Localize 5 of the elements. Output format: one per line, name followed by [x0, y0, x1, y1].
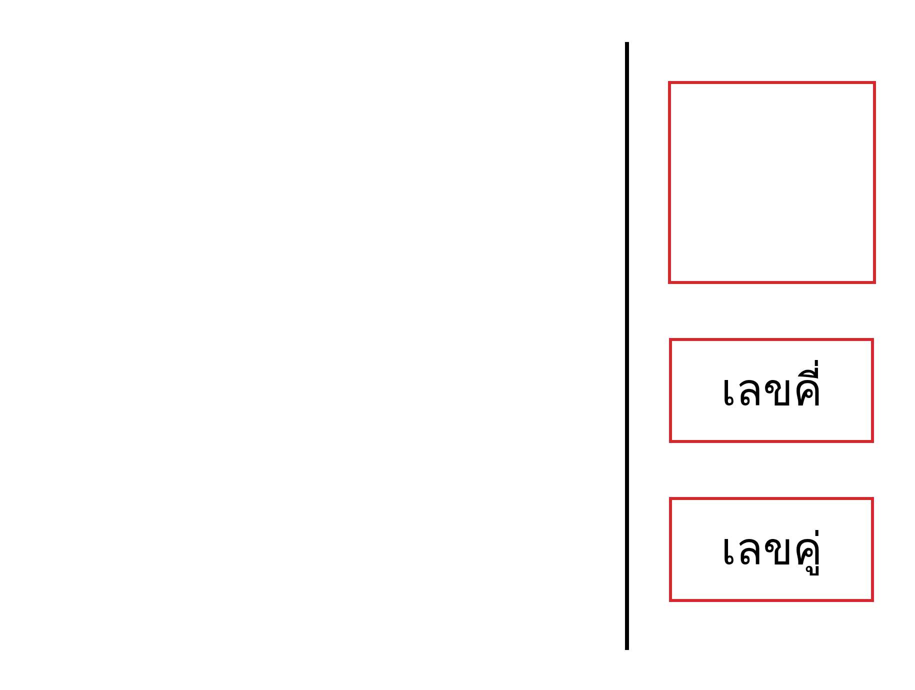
box-label: เลขคี่	[721, 358, 822, 424]
empty-box	[668, 81, 876, 284]
label-box	[669, 338, 874, 443]
label-box	[669, 497, 874, 602]
box-label: เลขคู่	[721, 522, 822, 578]
